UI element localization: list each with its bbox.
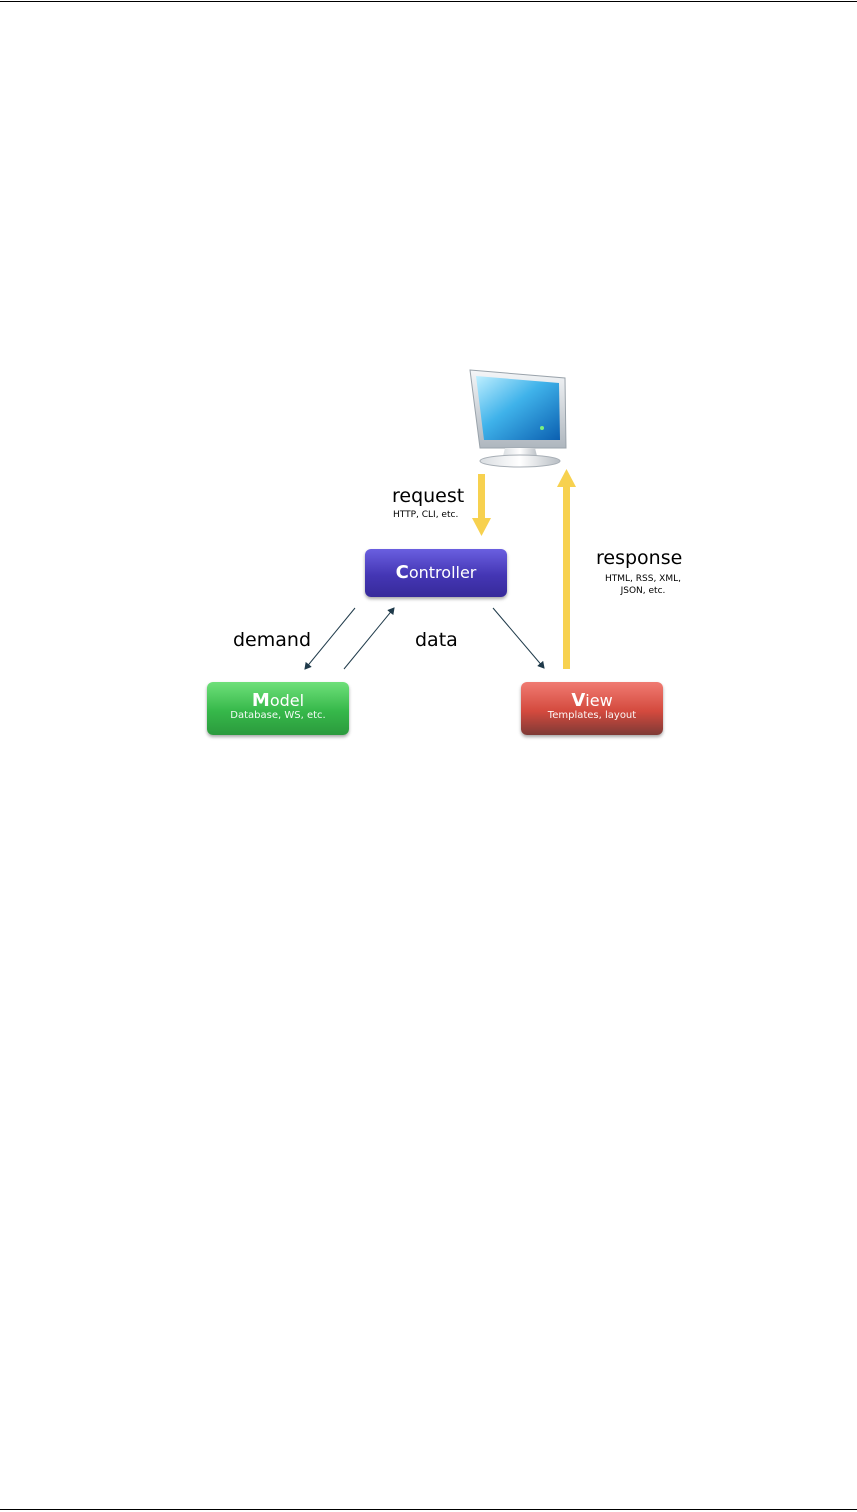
view-subtitle: Templates, layout <box>547 710 637 721</box>
view-title: View <box>571 690 613 711</box>
controller-to-view-arrow <box>492 607 545 669</box>
demand-arrow <box>304 607 356 670</box>
request-arrow <box>472 474 491 536</box>
response-sublabel-1: HTML, RSS, XML, <box>605 574 681 584</box>
response-sublabel-2: JSON, etc. <box>620 586 666 596</box>
response-label: response <box>596 547 683 569</box>
controller-title: Controller <box>395 562 477 583</box>
top-rule <box>0 1 857 2</box>
data-arrow <box>343 607 395 670</box>
demand-label: demand <box>233 629 312 651</box>
controller-box: Controller <box>365 549 507 597</box>
model-title: Model <box>251 690 305 711</box>
request-sublabel: HTTP, CLI, etc. <box>393 510 459 520</box>
monitor-icon <box>469 369 567 468</box>
model-subtitle: Database, WS, etc. <box>230 710 326 721</box>
data-label: data <box>415 629 458 651</box>
request-label: request <box>392 485 465 507</box>
model-box: Model Database, WS, etc. <box>207 682 349 735</box>
bottom-rule <box>0 1509 857 1510</box>
response-arrow <box>557 469 576 669</box>
view-box: View Templates, layout <box>521 682 663 735</box>
